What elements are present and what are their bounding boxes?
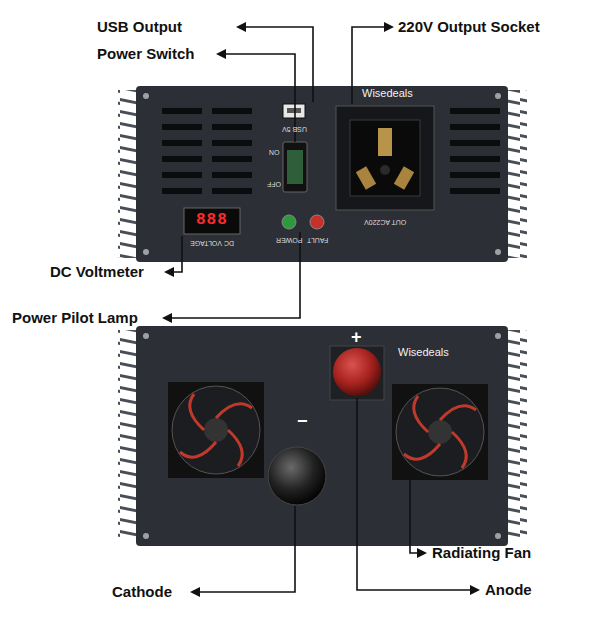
callout-label: Radiating Fan <box>432 545 531 562</box>
polarity-mark: − <box>297 412 308 432</box>
ac-socket <box>336 106 434 210</box>
callout-label: Cathode <box>112 584 172 601</box>
front-panel <box>136 86 508 262</box>
power-led <box>282 215 296 229</box>
panel-marking: ON <box>269 148 280 156</box>
leader-lines <box>164 27 478 592</box>
positive-terminal <box>333 348 381 396</box>
voltage-readout: 888 <box>196 212 228 230</box>
panel-marking: OFF <box>267 180 281 188</box>
callout-label: Anode <box>485 582 532 599</box>
fault-led <box>310 215 324 229</box>
panel-marking: FAULT <box>307 236 328 244</box>
polarity-mark: + <box>351 328 362 348</box>
brand-mark: Wisedeals <box>362 87 413 99</box>
brand-mark: Wisedeals <box>398 346 449 358</box>
panel-marking: USB 5V <box>282 125 307 133</box>
voltmeter-display <box>184 208 240 234</box>
callout-label: DC Voltmeter <box>50 264 144 281</box>
negative-terminal <box>268 447 326 505</box>
usb-port <box>283 104 305 118</box>
panel-marking: OUT AC220V <box>364 218 406 226</box>
cooling-fan <box>168 382 264 478</box>
callout-label: Power Switch <box>97 46 195 63</box>
callout-label: Power Pilot Lamp <box>12 310 138 327</box>
panel-marking: POWER <box>276 236 302 244</box>
panel-marking: DC VOLTAGE <box>190 239 234 247</box>
rocker-switch <box>283 142 307 192</box>
vents <box>162 108 500 194</box>
cooling-fan <box>392 384 488 480</box>
rear-panel <box>136 326 508 546</box>
callout-label: 220V Output Socket <box>398 19 540 36</box>
callout-label: USB Output <box>97 19 182 36</box>
